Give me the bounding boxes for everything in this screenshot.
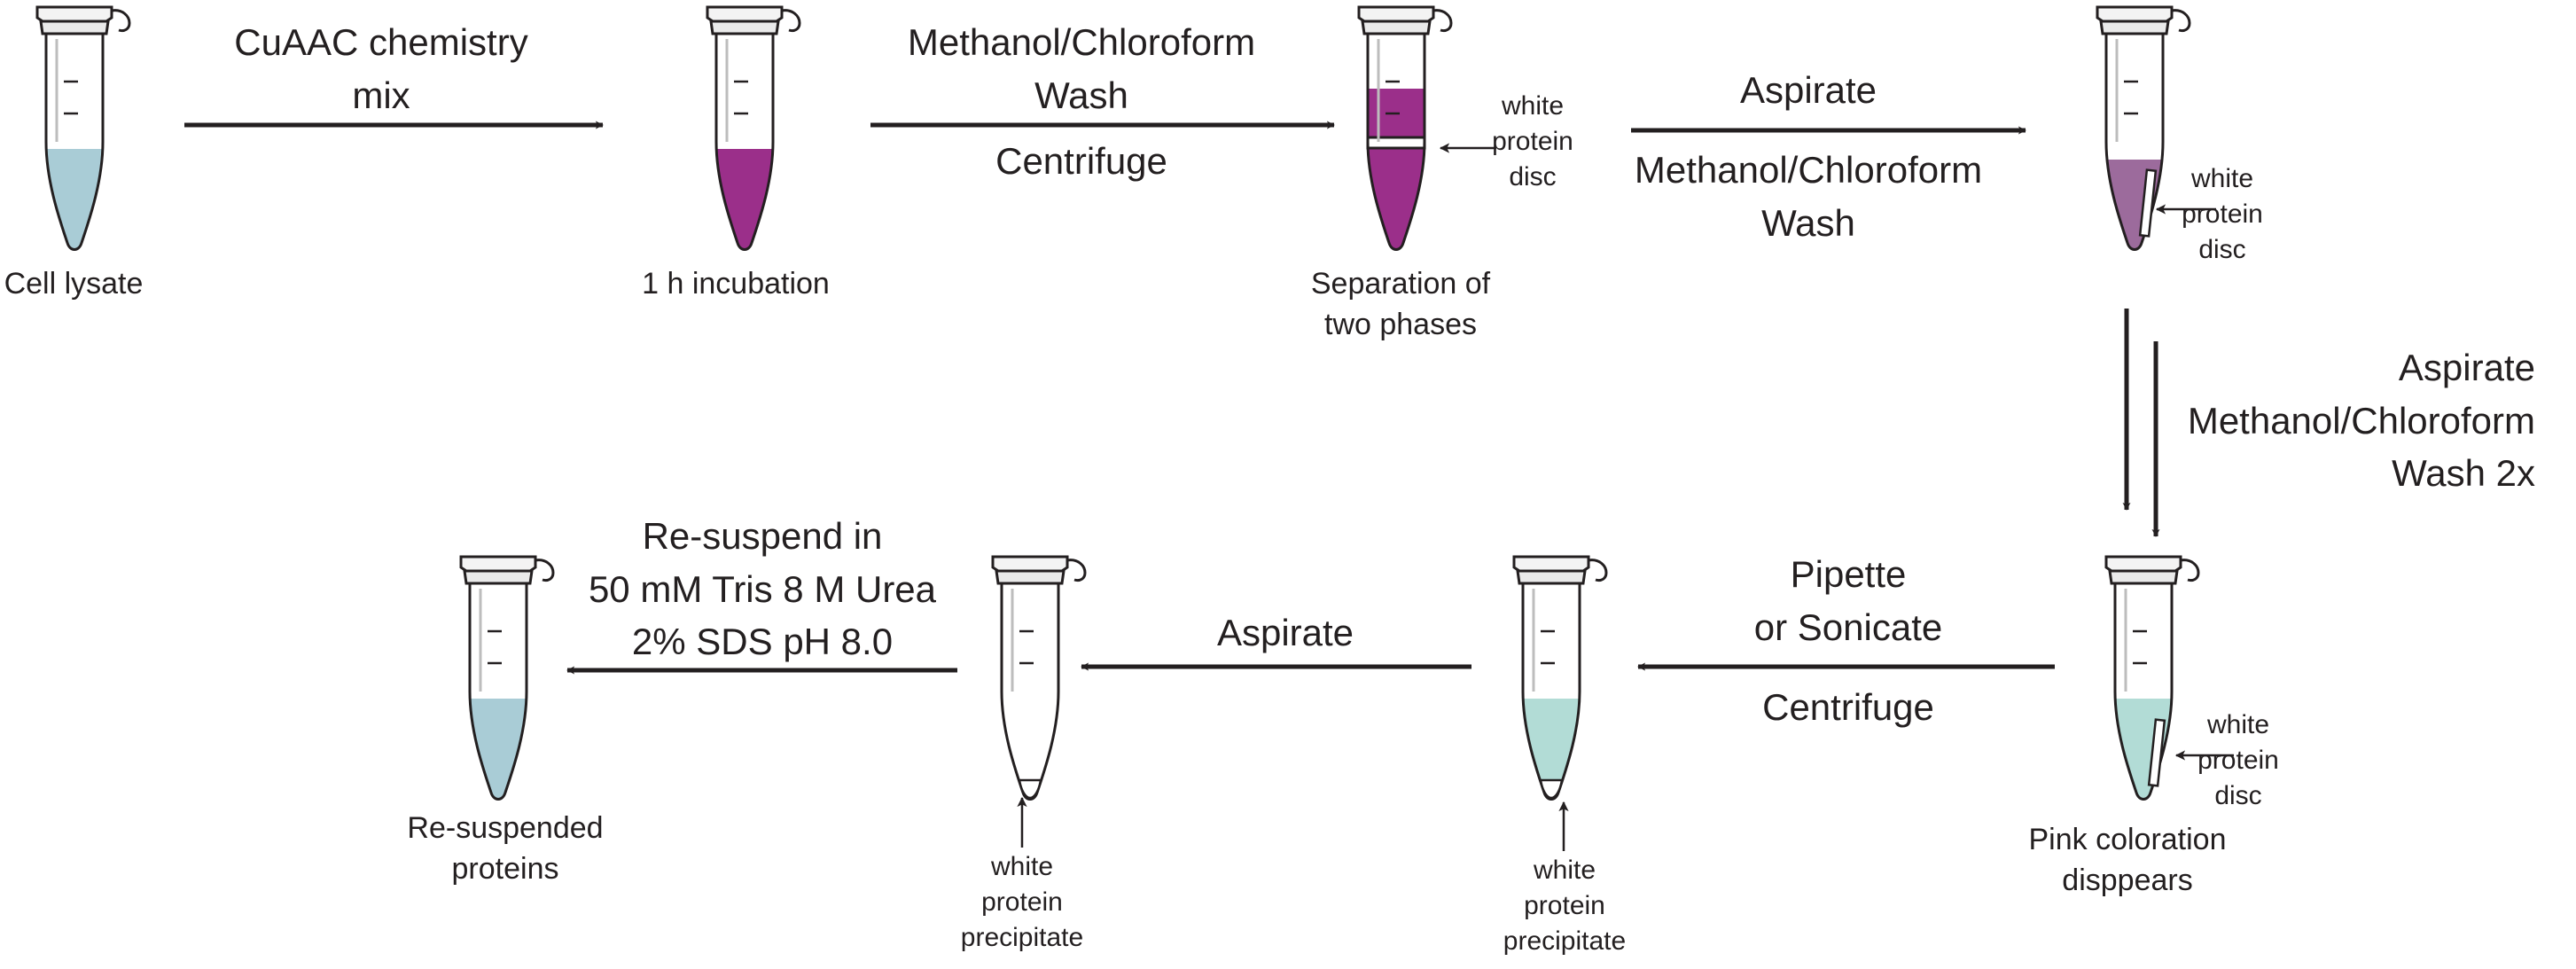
liquid xyxy=(716,142,773,250)
protein-disc xyxy=(1366,136,1426,150)
tube-outline xyxy=(991,555,1087,801)
protein-precipitate xyxy=(1539,778,1564,800)
liquid xyxy=(46,142,103,250)
liquid xyxy=(2106,142,2163,250)
liquid xyxy=(1523,692,1580,800)
arrows-layer xyxy=(184,121,2234,851)
protein-precipitate xyxy=(1018,778,1042,800)
caption-cell-lysate: Cell lysate xyxy=(4,267,144,301)
tube-sonicate xyxy=(1512,555,1608,801)
step5-bottom-label: Centrifuge xyxy=(1762,686,1934,728)
tube-cell-lysate xyxy=(35,5,131,251)
tube-separation xyxy=(1357,5,1453,251)
step6-label: Aspirate xyxy=(1216,612,1354,653)
liquid xyxy=(470,692,527,800)
protein-disc-side xyxy=(2138,168,2158,238)
tube-wash xyxy=(2096,5,2191,251)
liquid-phase xyxy=(1368,89,1425,250)
liquid xyxy=(2115,692,2172,800)
step3-top-label: Aspirate xyxy=(1739,69,1877,111)
step2-bottom-label: Centrifuge xyxy=(995,140,1167,182)
tube-aspirate xyxy=(991,555,1087,801)
tube-pink-gone xyxy=(2104,555,2200,801)
caption-incubation: 1 h incubation xyxy=(642,267,830,301)
protein-disc-side xyxy=(2147,718,2166,787)
tube-resuspended xyxy=(459,555,555,801)
tubes-layer xyxy=(35,5,2200,801)
tube-incubation xyxy=(706,5,801,251)
